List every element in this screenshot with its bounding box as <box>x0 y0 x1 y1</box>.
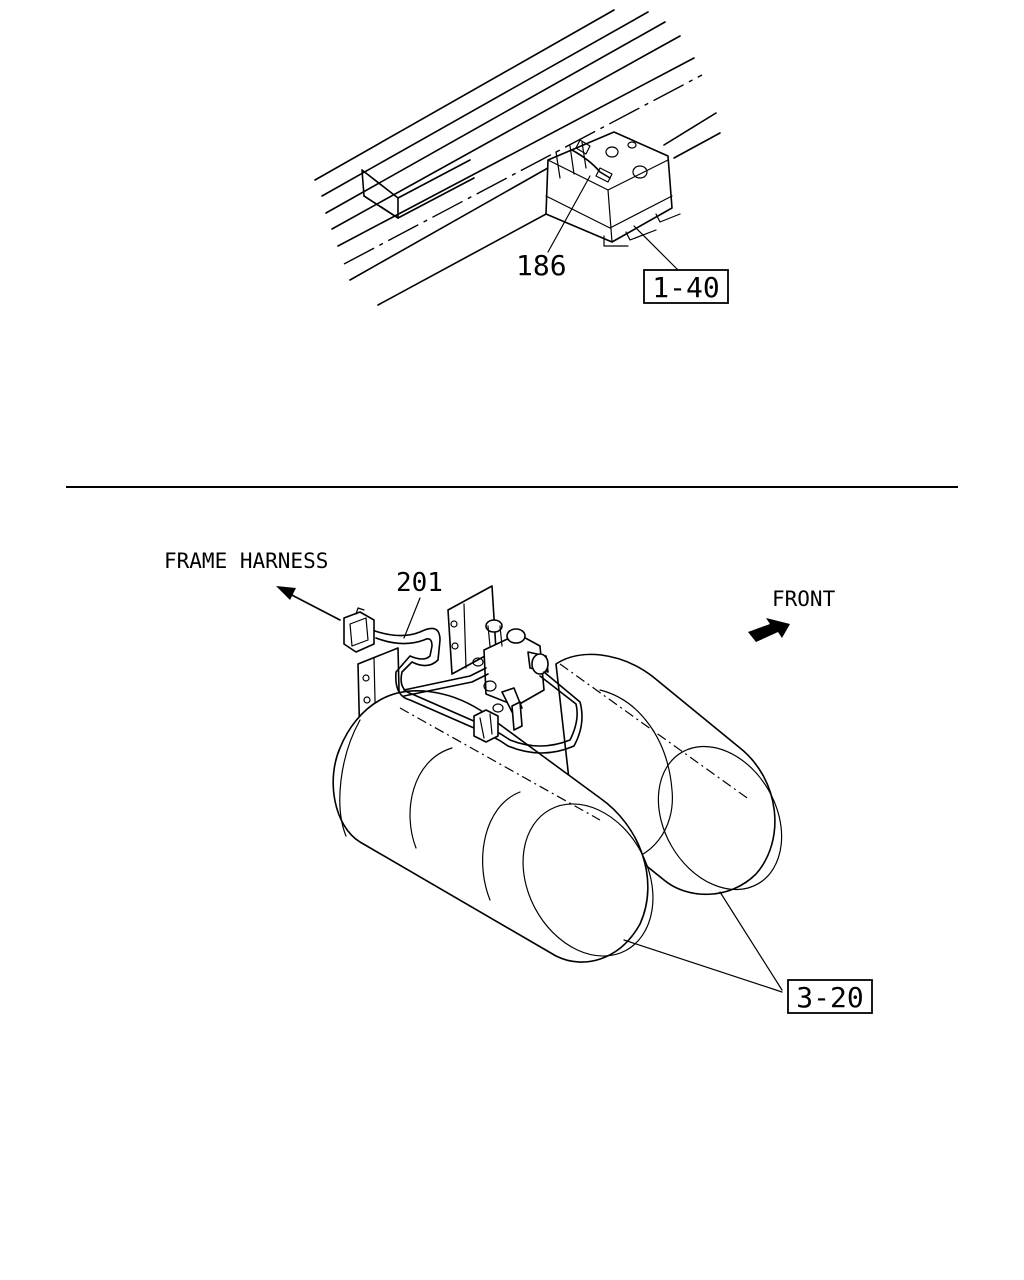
leader-line-3-20-a <box>623 939 783 993</box>
leader-line-201 <box>403 597 421 639</box>
callout-3-20: 3-20 <box>796 981 863 1014</box>
top-view: 186 1-40 <box>314 9 729 306</box>
small-tank <box>545 131 681 247</box>
front-arrow-icon <box>748 618 790 642</box>
callout-1-40: 1-40 <box>652 271 719 304</box>
valve-block <box>472 619 549 731</box>
harness-connector <box>343 607 375 653</box>
callout-186: 186 <box>516 249 567 282</box>
leader-line-1-40 <box>633 225 679 271</box>
front-label: FRONT <box>772 587 836 611</box>
front-cylinder <box>332 690 654 963</box>
wire-clamp <box>473 709 499 743</box>
callout-201: 201 <box>396 568 443 598</box>
leader-line-3-20-b <box>719 891 783 991</box>
wiring-harness <box>371 627 583 754</box>
frame-harness-arrow <box>276 586 341 621</box>
frame-rail <box>314 9 721 306</box>
callout-box-1-40: 1-40 <box>643 269 729 304</box>
frame-harness-label: FRAME HARNESS <box>164 549 328 573</box>
callout-box-3-20: 3-20 <box>787 979 873 1014</box>
bottom-view: FRAME HARNESS 201 FRONT <box>164 549 873 1014</box>
leader-line-186 <box>547 175 591 253</box>
